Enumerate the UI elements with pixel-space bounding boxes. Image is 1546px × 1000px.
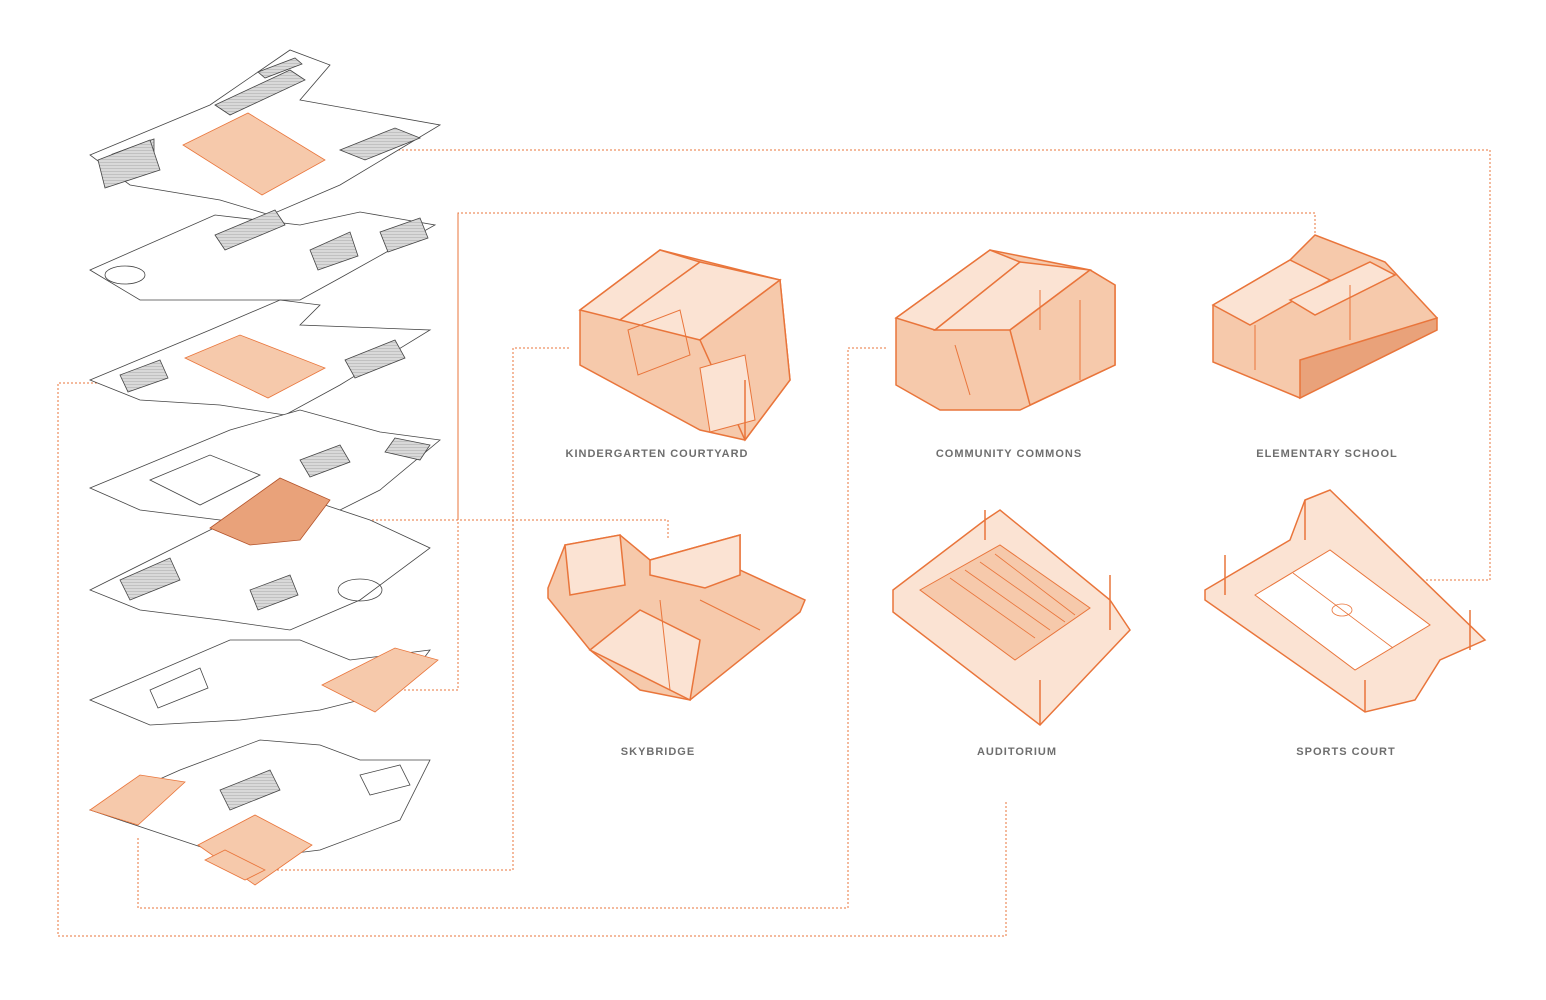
exploded-floor-stack	[88, 49, 442, 886]
leader-line-community-commons	[137, 347, 886, 909]
floor-plan-level-7	[88, 739, 431, 886]
floor-plan-level-5	[89, 477, 431, 631]
leader-line-elementary-school	[320, 212, 1316, 521]
leader-line-kindergarten-lower	[400, 213, 459, 691]
floor-plan-level-4	[88, 409, 441, 531]
floor-plan-level-6	[88, 639, 439, 726]
sports-court-highlight-floor	[182, 112, 326, 196]
community-commons-lower-highlight	[89, 774, 186, 826]
label-sports-court: SPORTS COURT	[1296, 746, 1396, 758]
elementary-school-axonometric-icon	[1211, 234, 1439, 400]
floor-plan-level-3	[88, 299, 432, 416]
label-auditorium: AUDITORIUM	[976, 746, 1058, 758]
auditorium-axonometric-icon	[892, 509, 1131, 727]
floor-plan-level-1	[89, 49, 442, 216]
leader-line-skybridge	[320, 519, 669, 538]
label-skybridge: SKYBRIDGE	[620, 746, 696, 758]
community-commons-highlight-floor	[184, 334, 326, 399]
floor-plan-level-2	[89, 209, 437, 301]
community-commons-axonometric-icon	[894, 249, 1116, 411]
skybridge-axonometric-icon	[547, 534, 806, 702]
kindergarten-axonometric-icon	[578, 249, 791, 442]
label-elementary-school: ELEMENTARY SCHOOL	[1256, 448, 1398, 460]
kindergarten-highlight-floor	[321, 647, 439, 713]
sports-court-axonometric-icon	[1204, 489, 1487, 713]
label-community-commons: COMMUNITY COMMONS	[935, 448, 1083, 460]
skybridge-highlight-floor	[209, 477, 331, 546]
leader-line-kindergarten-courtyard	[265, 347, 570, 871]
leader-line-sports-court	[322, 149, 1491, 581]
label-kindergarten-courtyard: KINDERGARTEN COURTYARD	[565, 448, 749, 460]
